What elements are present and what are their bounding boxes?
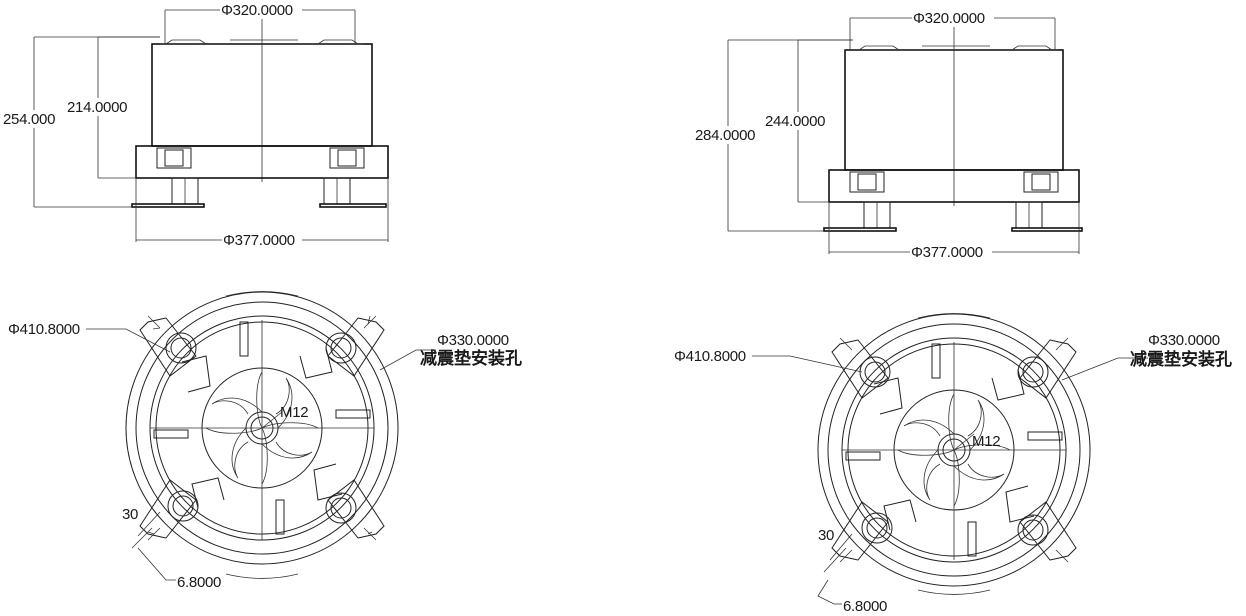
left-plan-lug-sw xyxy=(139,479,199,541)
right-plan-slot-width: 6.8000 xyxy=(843,598,887,615)
right-plan-pad-circle-diameter: Φ330.0000 xyxy=(1148,332,1220,349)
right-side-base-diameter: Φ377.0000 xyxy=(911,244,983,261)
left-side-body-height: 214.0000 xyxy=(67,99,127,116)
right-plan-lug-nw xyxy=(831,337,891,399)
left-plan-lug-nw xyxy=(139,315,197,377)
right-plan-lug-se xyxy=(1017,501,1077,563)
left-plan-center-thread: M12 xyxy=(280,404,308,421)
right-plan-angle: 30 xyxy=(818,527,834,544)
left-plan-lug-ne xyxy=(325,315,385,377)
left-plan-angle: 30 xyxy=(122,506,138,523)
left-plan-pad-note: 减震垫安装孔 xyxy=(420,348,522,368)
right-side-overall-height: 284.0000 xyxy=(695,127,755,144)
right-plan-view: Φ410.8000 Φ330.0000 减震垫安装孔 M12 30 6.8000 xyxy=(674,313,1232,615)
left-plan-outer-diameter: Φ410.8000 xyxy=(8,321,80,338)
left-plan-slot-width: 6.8000 xyxy=(177,574,221,591)
right-plan-outer-diameter: Φ410.8000 xyxy=(674,348,746,365)
right-side-top-diameter: Φ320.0000 xyxy=(913,10,985,27)
left-plan-view: Φ410.8000 Φ330.0000 减震垫安装孔 M12 30 6.8000 xyxy=(8,291,522,591)
left-plan-pad-circle-diameter: Φ330.0000 xyxy=(437,332,509,349)
right-plan-lug-ne xyxy=(1017,337,1077,399)
left-side-view: Φ320.0000 254.000 214.0000 Φ377.0000 xyxy=(2,1,389,249)
right-side-view: Φ320.0000 284.0000 244.0000 Φ377.0000 xyxy=(694,9,1083,261)
right-plan-lug-sw xyxy=(831,501,893,563)
right-side-body-height: 244.0000 xyxy=(765,113,825,130)
left-plan-lug-se xyxy=(325,479,385,541)
right-plan-pad-note: 减震垫安装孔 xyxy=(1130,349,1232,369)
left-side-top-diameter: Φ320.0000 xyxy=(221,2,293,19)
left-side-base-diameter: Φ377.0000 xyxy=(223,232,295,249)
left-side-overall-height: 254.000 xyxy=(3,111,55,128)
right-plan-center-thread: M12 xyxy=(972,433,1000,450)
